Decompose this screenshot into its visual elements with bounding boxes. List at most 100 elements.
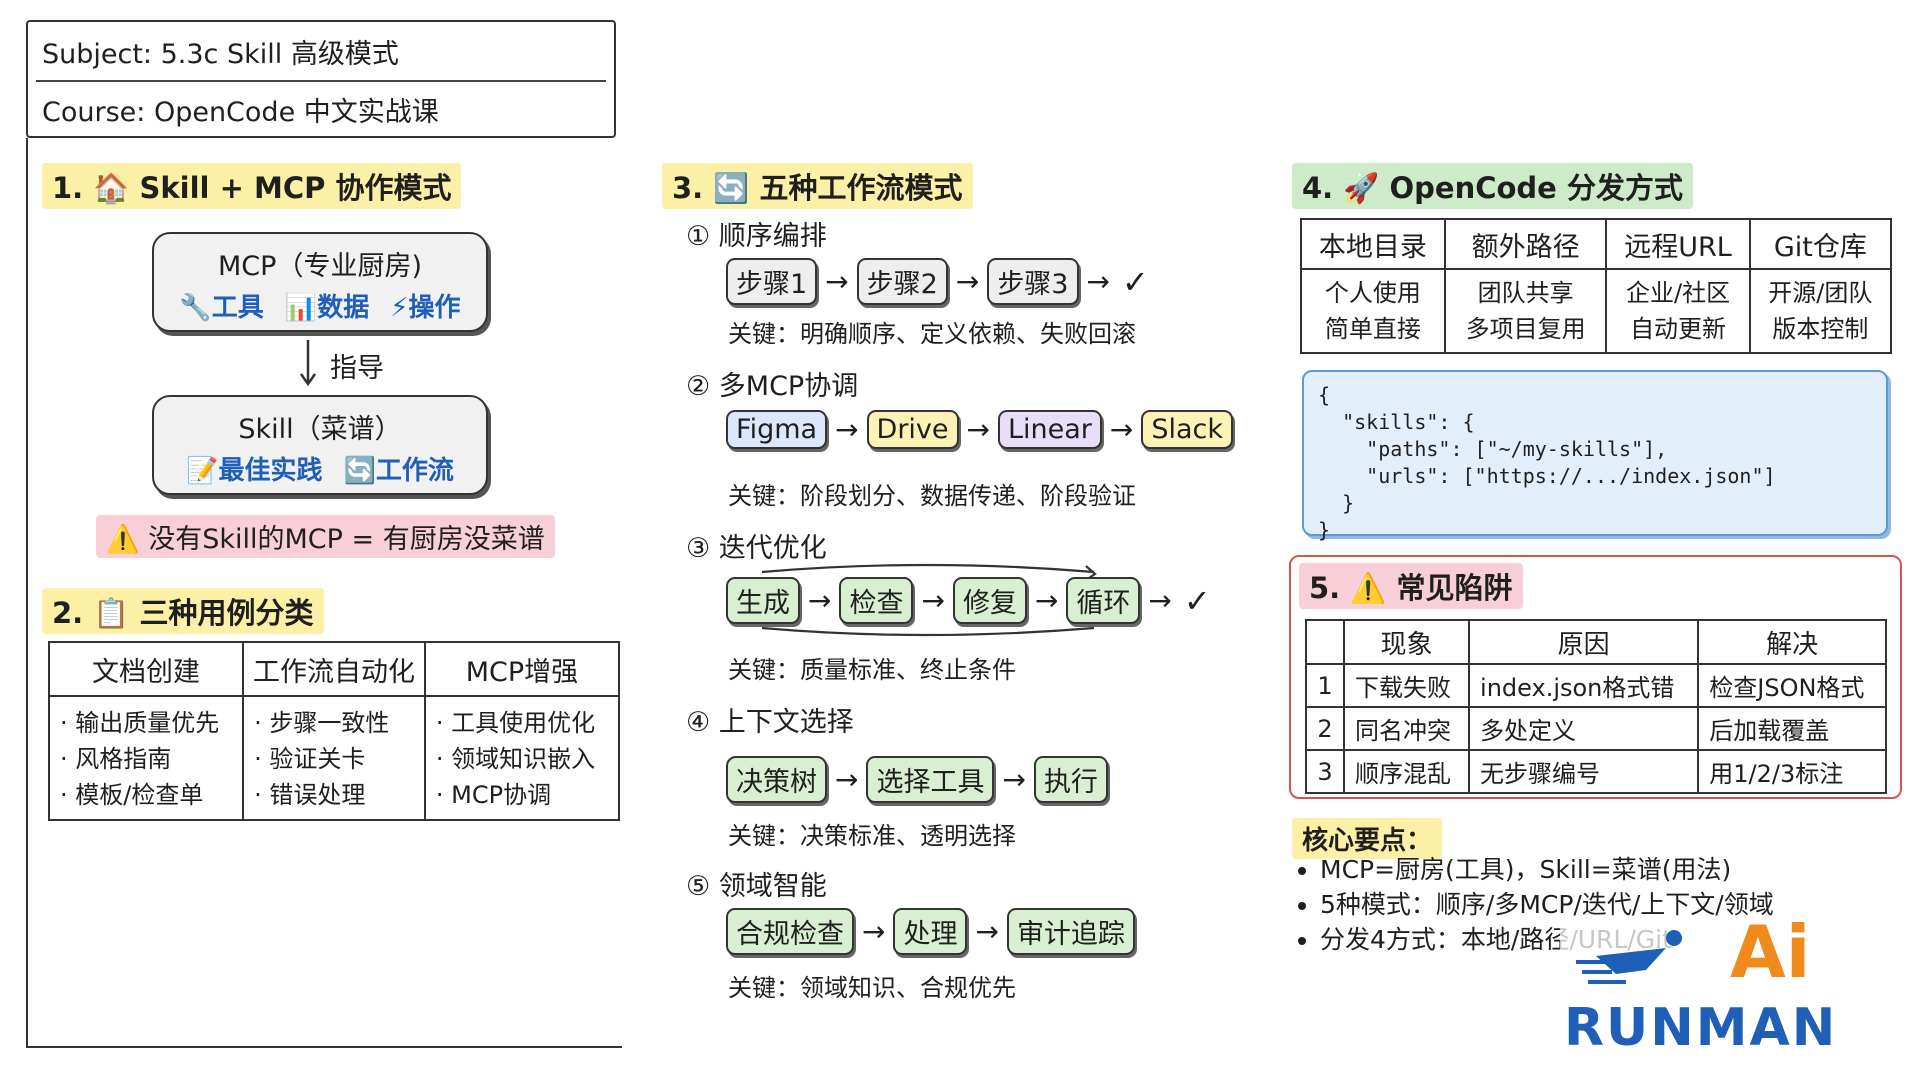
table-row: 2 同名冲突 多处定义 后加载覆盖	[1305, 706, 1887, 751]
runner-icon	[1576, 930, 1682, 984]
config-code-block: { "skills": { "paths": ["~/my-skills"], …	[1302, 370, 1888, 542]
pattern4-label: ④ 上下文选择	[686, 707, 854, 738]
distribution-cell: 企业/社区自动更新	[1605, 268, 1751, 354]
pattern5-key: 关键：领域知识、合规优先	[728, 974, 1016, 1002]
row-number: 1	[1305, 663, 1345, 708]
distribution-table: 本地目录 额外路径 远程URL Git仓库 个人使用简单直接 团队共享多项目复用…	[1300, 218, 1893, 354]
usecase-item: · 步骤一致性	[254, 709, 390, 737]
flow-node: 执行	[1033, 756, 1108, 803]
logo-ai-text: Ai	[1730, 910, 1811, 994]
pitfall-header	[1305, 619, 1345, 665]
flow-node: Drive	[866, 410, 959, 449]
distribution-header: 额外路径	[1443, 218, 1608, 270]
right-arrow-icon: →	[862, 915, 886, 948]
skill-card-title: Skill（菜谱）	[238, 414, 402, 445]
row-number: 2	[1305, 706, 1345, 751]
usecase-item: · 模板/检查单	[60, 781, 204, 809]
pattern2-flow: Figma→ Drive→ Linear→ Slack	[726, 410, 1234, 449]
mcp-card: MCP（专业厨房) 🔧工具 📊数据 ⚡操作	[152, 232, 488, 332]
section3-title: 3. 🔄 五种工作流模式	[662, 163, 973, 209]
mcp-card-items: 🔧工具 📊数据 ⚡操作	[154, 287, 486, 324]
subject-text: Subject: 5.3c Skill 高级模式	[42, 39, 399, 70]
row-number: 3	[1305, 749, 1345, 794]
flow-node: 审计追踪	[1006, 908, 1135, 955]
usecase-item: · 错误处理	[254, 781, 366, 809]
usecase-cell: · 输出质量优先 · 风格指南 · 模板/检查单	[47, 695, 245, 821]
pattern1-flow: 步骤1→ 步骤2→ 步骤3→ ✓	[726, 258, 1149, 305]
flow-node: 步骤2	[856, 258, 948, 305]
cell-line: 自动更新	[1630, 315, 1727, 343]
cell-line: 版本控制	[1772, 315, 1869, 343]
flow-node: 合规检查	[726, 908, 854, 955]
flow-node: 步骤1	[726, 258, 818, 305]
distribution-header: 远程URL	[1605, 218, 1751, 270]
pitfall-fix: 后加载覆盖	[1697, 706, 1887, 751]
cell-line: 简单直接	[1324, 315, 1421, 343]
pitfall-symptom: 下载失败	[1342, 663, 1471, 708]
pattern2-label: ② 多MCP协调	[686, 371, 859, 402]
section2-title: 2. 📋 三种用例分类	[42, 588, 324, 634]
pitfall-cause: index.json格式错	[1468, 663, 1700, 708]
cell-line: 企业/社区	[1626, 279, 1731, 307]
right-arrow-icon: →	[1002, 763, 1026, 796]
best-practice-item: 📝最佳实践	[186, 456, 323, 486]
flow-node: 循环	[1066, 577, 1141, 624]
usecase-item: · 输出质量优先	[60, 709, 220, 737]
usecase-header: 文档创建	[47, 641, 245, 697]
list-item: MCP=厨房(工具)，Skill=菜谱(用法)	[1320, 852, 1774, 887]
pattern5-label: ⑤ 领域智能	[686, 871, 827, 902]
watermark-logo: Ai RUNMAN	[1560, 910, 1900, 1061]
core-points-title: 核心要点：	[1292, 818, 1443, 859]
section4-title: 4. 🚀 OpenCode 分发方式	[1292, 163, 1693, 209]
usecase-header: MCP增强	[423, 641, 621, 697]
pattern3-key: 关键：质量标准、终止条件	[728, 656, 1016, 684]
flow-node: Figma	[726, 410, 828, 449]
pattern1-label: ① 顺序编排	[686, 221, 827, 252]
right-arrow-icon: →	[835, 413, 859, 446]
table-row: 3 顺序混乱 无步骤编号 用1/2/3标注	[1305, 749, 1887, 794]
usecase-cell: · 步骤一致性 · 验证关卡 · 错误处理	[242, 695, 426, 821]
table-row: 1 下载失败 index.json格式错 检查JSON格式	[1305, 663, 1887, 708]
cell-line: 团队共享	[1477, 279, 1574, 307]
pitfall-cause: 无步骤编号	[1468, 749, 1700, 794]
right-arrow-icon: →	[825, 265, 849, 298]
right-arrow-icon: →	[808, 584, 832, 617]
mcp-card-title: MCP（专业厨房)	[218, 251, 422, 282]
course-text: Course: OpenCode 中文实战课	[42, 97, 439, 128]
pitfalls-box: 5. ⚠️ 常见陷阱 现象 原因 解决 1 下载失败 index.json格式错…	[1289, 555, 1902, 799]
flow-node: 决策树	[726, 756, 827, 803]
skill-card-items: 📝最佳实践 🔄工作流	[154, 450, 486, 487]
pitfalls-table: 现象 原因 解决 1 下载失败 index.json格式错 检查JSON格式 2…	[1305, 619, 1887, 794]
right-arrow-icon: →	[1086, 265, 1110, 298]
pitfall-header: 原因	[1468, 619, 1700, 665]
pitfall-cause: 多处定义	[1468, 706, 1700, 751]
divider	[36, 80, 606, 82]
skill-card: Skill（菜谱） 📝最佳实践 🔄工作流	[152, 395, 488, 495]
distribution-header: 本地目录	[1300, 218, 1446, 270]
data-item: 📊数据	[284, 293, 370, 323]
usecase-cell: · 工具使用优化 · 领域知识嵌入 · MCP协调	[423, 695, 621, 821]
right-arrow-icon: →	[975, 915, 999, 948]
section5-title: 5. ⚠️ 常见陷阱	[1299, 563, 1523, 609]
pattern3-label: ③ 迭代优化	[686, 533, 827, 564]
right-arrow-icon: →	[835, 763, 859, 796]
usecase-item: · 工具使用优化	[435, 709, 596, 737]
right-arrow-icon: →	[1148, 584, 1172, 617]
cell-line: 多项目复用	[1465, 315, 1586, 343]
distribution-cell: 个人使用简单直接	[1300, 268, 1446, 354]
pattern2-key: 关键：阶段划分、数据传递、阶段验证	[728, 482, 1136, 510]
operation-item: ⚡操作	[390, 293, 461, 323]
check-icon: ✓	[1183, 581, 1211, 620]
right-arrow-icon: →	[966, 413, 990, 446]
distribution-cell: 团队共享多项目复用	[1443, 268, 1608, 354]
right-arrow-icon: →	[921, 584, 945, 617]
usecase-item: · 验证关卡	[254, 745, 366, 773]
flow-node: Slack	[1141, 410, 1234, 449]
flow-node: 步骤3	[987, 258, 1079, 305]
bottom-border	[26, 1046, 622, 1048]
pitfall-header: 解决	[1697, 619, 1887, 665]
pitfall-symptom: 同名冲突	[1342, 706, 1471, 751]
usecase-item: · MCP协调	[435, 781, 552, 809]
distribution-cell: 开源/团队版本控制	[1748, 268, 1893, 354]
flow-node: 修复	[952, 577, 1027, 624]
